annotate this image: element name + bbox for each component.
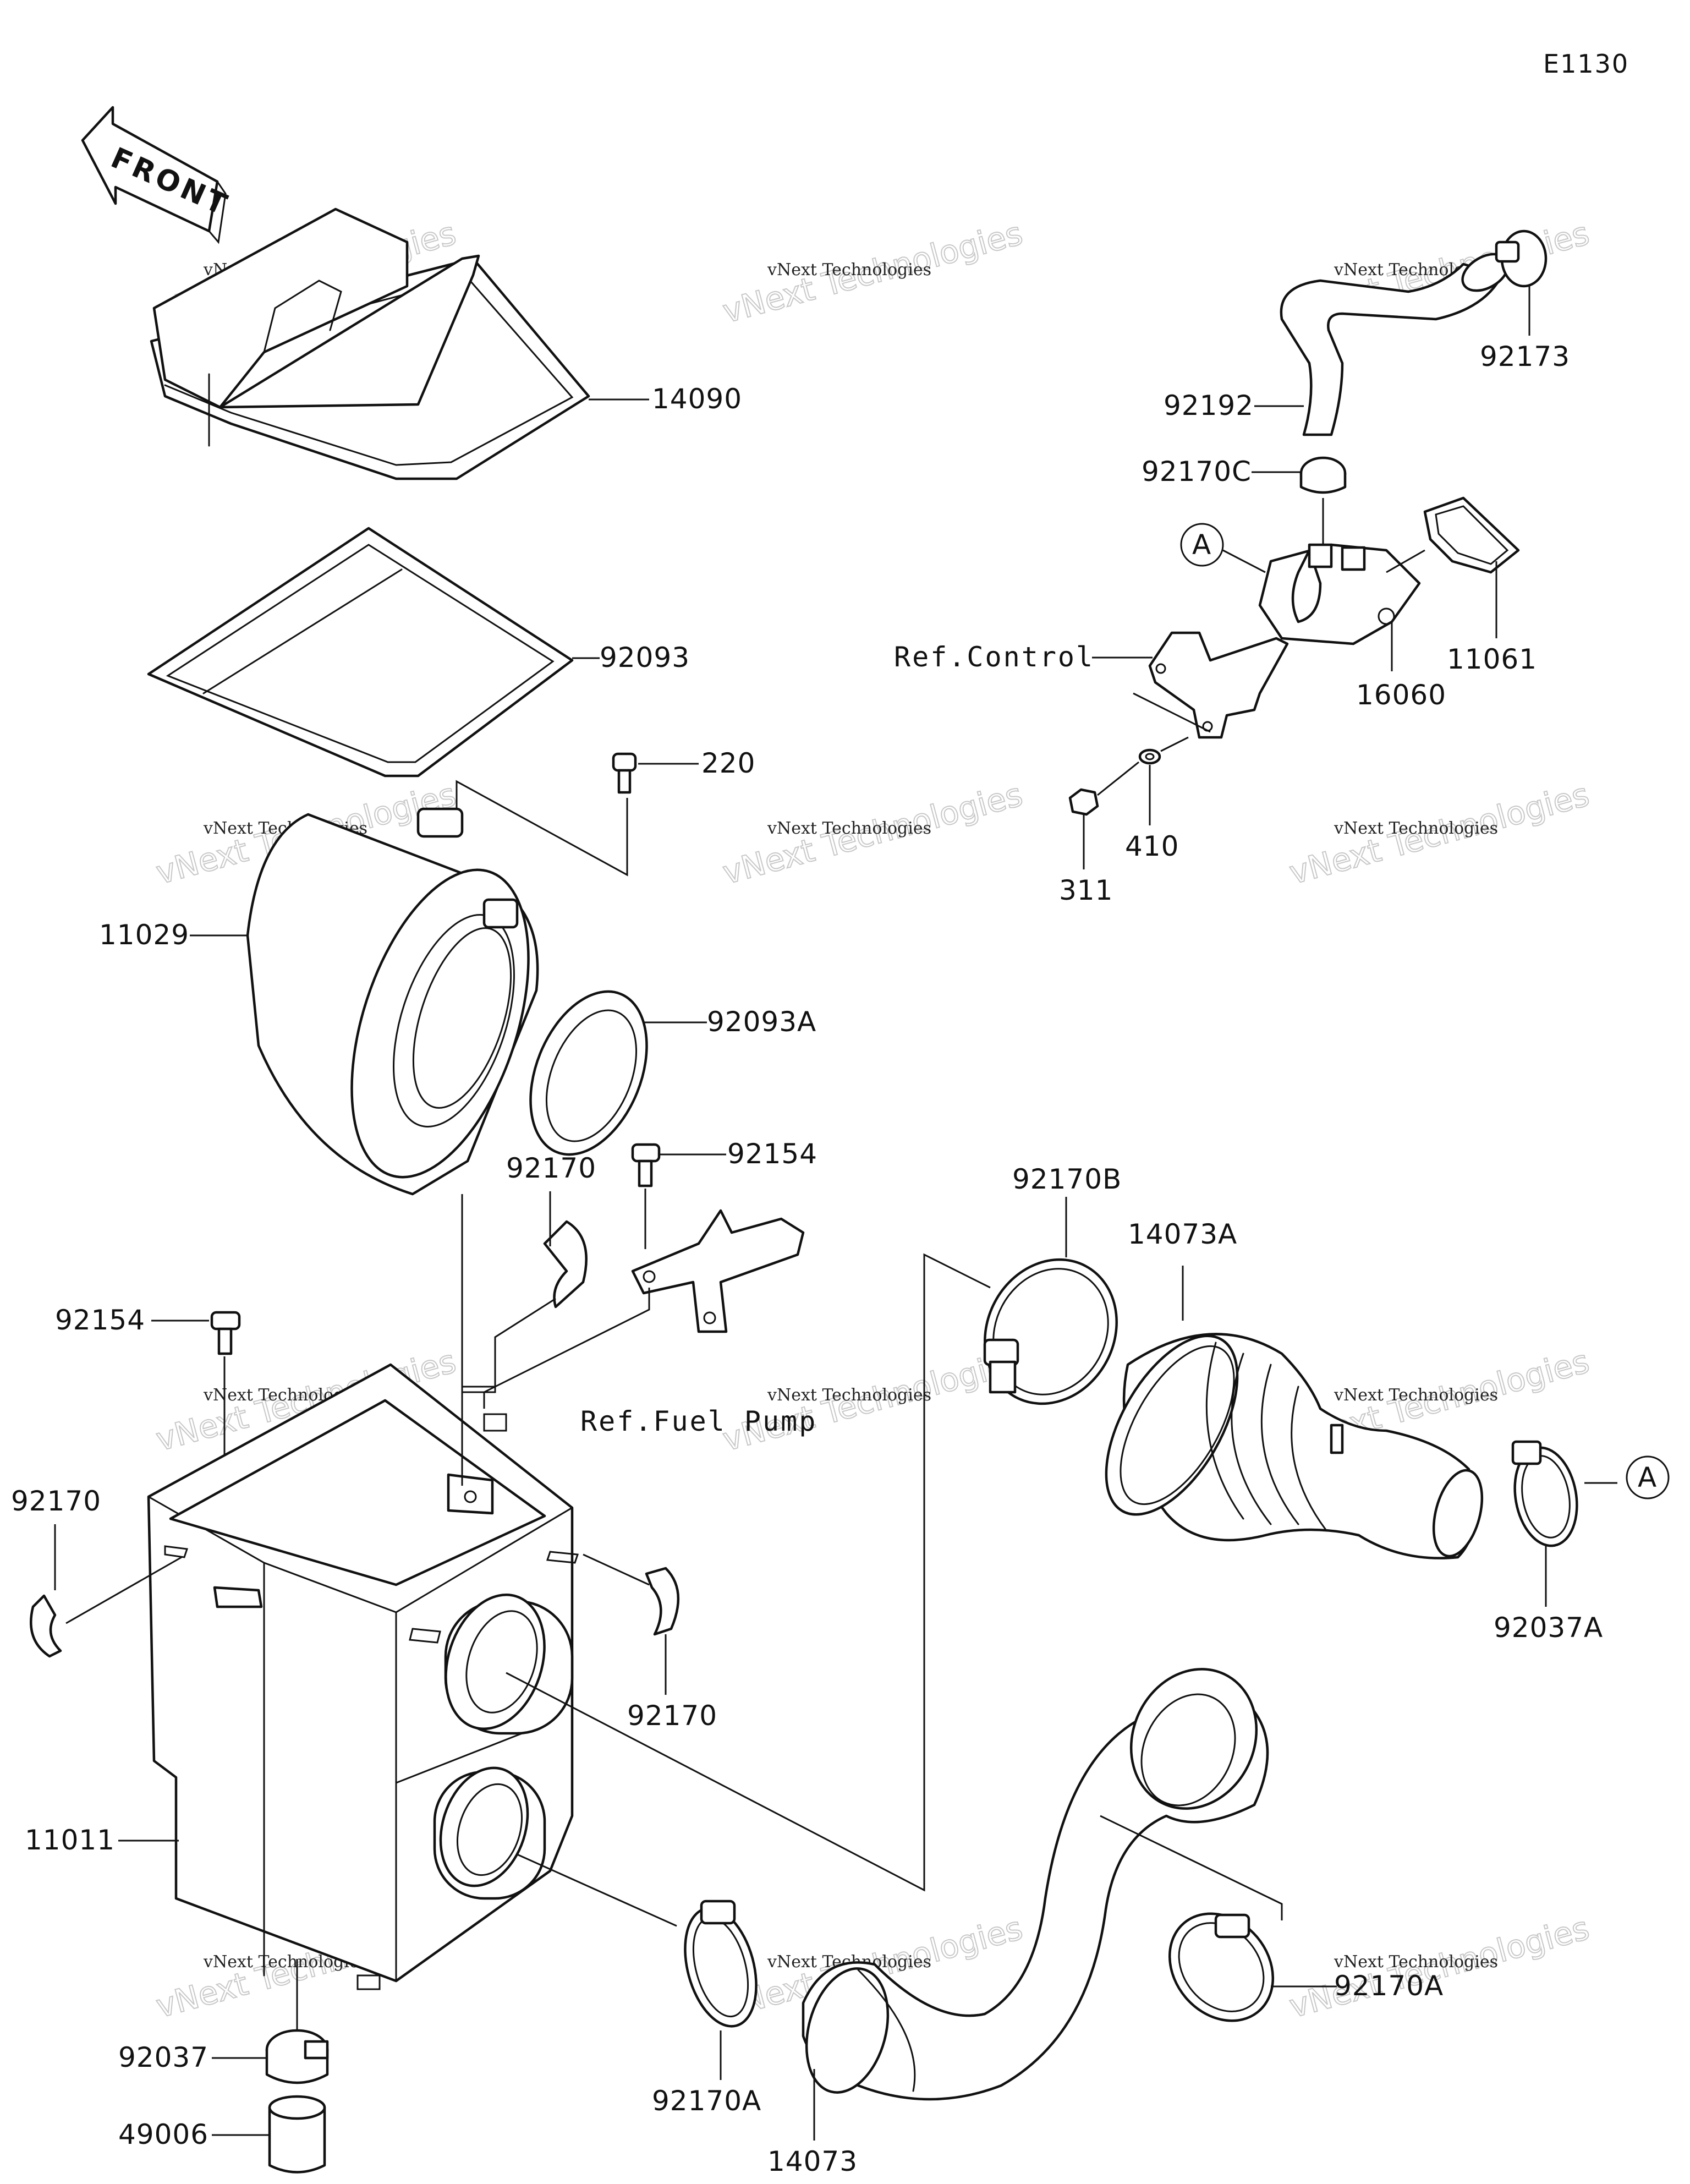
callout-14073: 14073 (767, 2145, 858, 2177)
callout-16060: 16060 (1356, 679, 1446, 711)
callout-92170-left: 92170 (11, 1485, 101, 1517)
part-92093A-ring (529, 990, 648, 1156)
part-92173-clamp (1495, 229, 1548, 288)
part-92154-bolt-left (210, 1311, 241, 1355)
part-92170B-clamp (983, 1258, 1118, 1405)
callout-14090: 14090 (652, 383, 742, 415)
part-92170-clip-right (645, 1567, 680, 1636)
callout-92037: 92037 (118, 2041, 208, 2073)
callout-410: 410 (1125, 830, 1179, 862)
marker-a-right: A (1626, 1455, 1670, 1499)
callout-92170A-bottom: 92170A (652, 2085, 761, 2117)
watermark: vNext Technologies (1334, 1952, 1498, 1972)
ref-fuel-pump: Ref.Fuel Pump (580, 1405, 817, 1437)
part-410-washer (1138, 748, 1161, 765)
part-fuel-pump-bracket (631, 1209, 805, 1333)
part-14073A-boot (1105, 1333, 1484, 1559)
callout-92154-top: 92154 (727, 1138, 817, 1170)
watermark: vNext Technologies (1334, 1386, 1498, 1405)
callout-11011: 11011 (25, 1824, 115, 1856)
callout-220: 220 (701, 747, 755, 779)
part-11029-element (246, 807, 539, 1196)
callout-92037A: 92037A (1494, 1612, 1603, 1644)
callout-92170A-right: 92170A (1334, 1970, 1444, 2002)
part-92170A-clamp-bottom (684, 1900, 758, 2028)
callout-311: 311 (1059, 874, 1113, 906)
callout-14073A: 14073A (1128, 1218, 1237, 1250)
part-92170-clip-top (543, 1220, 588, 1309)
part-16060-fitting (1258, 543, 1421, 645)
callout-92170-right: 92170 (627, 1700, 717, 1732)
marker-a-top: A (1180, 523, 1224, 567)
part-92154-bolt-top (631, 1143, 661, 1187)
part-11061-gasket (1423, 496, 1520, 574)
callout-92093: 92093 (600, 642, 690, 674)
part-14090-cover (150, 207, 590, 480)
part-11011-housing (147, 1363, 579, 1990)
marker-a-top-label: A (1192, 529, 1211, 561)
watermark: vNext Technologies (767, 1386, 931, 1405)
front-arrow-icon: FRONT (81, 106, 234, 244)
callout-92170C: 92170C (1142, 456, 1252, 488)
watermark: vNext Technologies (767, 819, 931, 838)
part-14073-duct (802, 1668, 1269, 2101)
marker-a-right-label: A (1638, 1462, 1657, 1493)
part-92093-gasket (147, 527, 574, 778)
part-92037-clamp (265, 2029, 329, 2084)
watermark: vNext Technologies (1334, 819, 1498, 838)
part-control-bracket (1148, 631, 1289, 739)
callout-92170B: 92170B (1012, 1163, 1122, 1195)
callout-49006: 49006 (118, 2119, 208, 2150)
watermark: vNext Technologies (767, 260, 931, 280)
callout-92192: 92192 (1164, 390, 1254, 422)
callout-92154-left: 92154 (55, 1304, 145, 1336)
callout-92093A: 92093A (707, 1006, 816, 1038)
part-92170C-clamp (1299, 456, 1347, 494)
part-92170A-clamp-right (1168, 1912, 1275, 2022)
callout-11061: 11061 (1447, 643, 1537, 675)
part-49006-tube (268, 2095, 326, 2174)
part-311-nut (1068, 788, 1099, 816)
callout-92173: 92173 (1480, 341, 1570, 373)
callout-92170-top: 92170 (506, 1152, 596, 1184)
part-92037A-clamp (1511, 1440, 1578, 1547)
callout-11029: 11029 (99, 919, 189, 951)
part-220-screw (612, 752, 637, 794)
diagram-code: E1130 (1543, 49, 1629, 79)
part-92170-clip-left (30, 1594, 62, 1658)
ref-control: Ref.Control (894, 641, 1094, 673)
